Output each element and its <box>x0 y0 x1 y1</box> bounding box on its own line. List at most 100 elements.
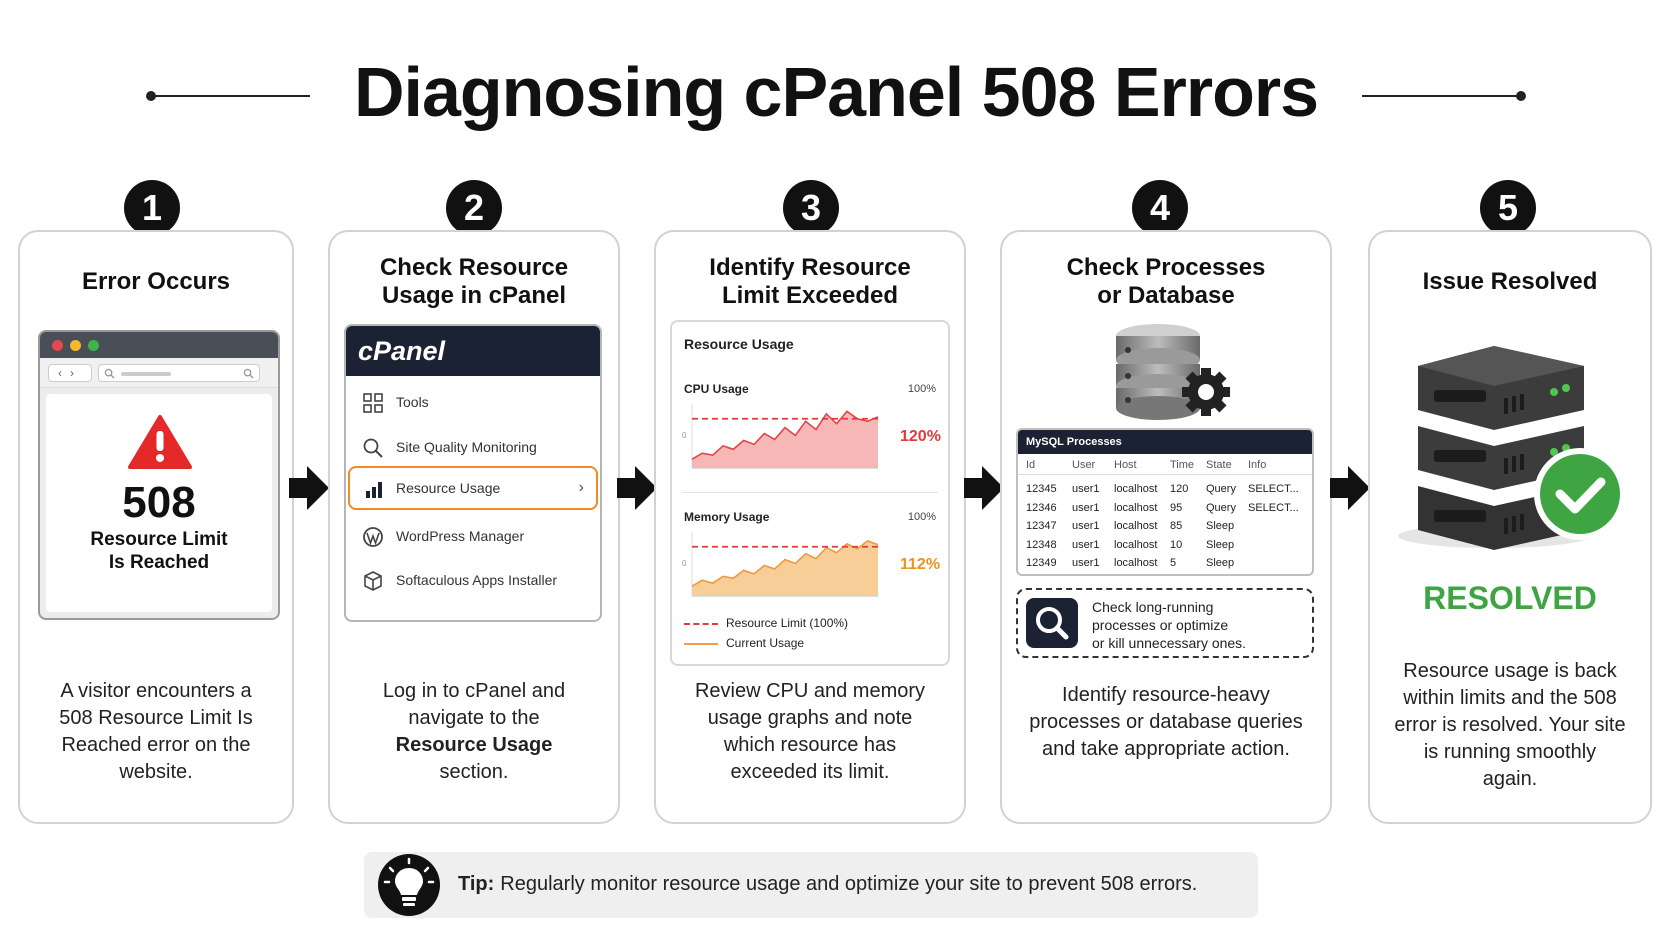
step-2-title-line-2: Usage in cPanel <box>381 282 567 309</box>
memory-usage-value: 112% <box>900 556 941 573</box>
search-icon <box>1026 598 1078 648</box>
usage-area <box>692 411 878 468</box>
column-header: Id <box>1026 459 1036 471</box>
memory-usage-label: Memory Usage <box>684 510 770 524</box>
browser-nav-bar: ‹› <box>40 358 278 388</box>
step-3-card: Identify Resource Limit Exceeded Resourc… <box>654 230 966 824</box>
table-cell: 10 <box>1170 538 1183 551</box>
step-2-badge: 2 <box>446 180 502 236</box>
menu-item-label: Softaculous Apps Installer <box>396 572 558 588</box>
menu-item-label: Resource Usage <box>396 480 501 496</box>
table-cell: 120 <box>1170 483 1189 495</box>
menu-item-tools[interactable]: Tools <box>346 380 600 424</box>
step-3-title: Identify Resource Limit Exceeded <box>656 254 964 310</box>
usage-area <box>692 540 878 596</box>
server-check-icon <box>1398 346 1626 550</box>
browser-content: 508 Resource Limit Is Reached <box>46 394 272 612</box>
usage-line <box>691 410 879 460</box>
legend-current-label: Current Usage <box>726 636 805 650</box>
hint-text: Check long-running processes or optimize… <box>1092 598 1246 652</box>
search-icon <box>243 368 254 379</box>
magnifier-icon <box>363 438 383 458</box>
resource-usage-title: Resource Usage <box>684 336 794 352</box>
tip-bar: Tip:Regularly monitor resource usage and… <box>364 852 1258 918</box>
menu-item-label: WordPress Manager <box>396 528 525 544</box>
table-cell: Query <box>1206 483 1236 495</box>
package-box-icon <box>364 571 382 591</box>
step-5-title: Issue Resolved <box>1422 268 1598 295</box>
header: Diagnosing cPanel 508 Errors <box>0 52 1672 132</box>
legend-limit: Resource Limit (100%) <box>684 616 848 630</box>
step-4-title-line-1: Check Processes <box>1066 254 1266 281</box>
table-cell: 5 <box>1170 557 1177 569</box>
table-cell: 12349 <box>1026 557 1057 569</box>
menu-item-site-quality-monitoring[interactable]: Site Quality Monitoring <box>346 425 600 469</box>
step-3-badge: 3 <box>783 180 839 236</box>
chevron-right-icon: › <box>578 479 584 496</box>
page-title: Diagnosing cPanel 508 Errors <box>353 53 1319 131</box>
error-code: 508 <box>122 478 196 527</box>
step-1-badge: 1 <box>124 180 180 236</box>
close-dot-icon <box>52 340 63 351</box>
step-5-card: Issue Resolved RESOLVED Resource usage i… <box>1368 230 1652 824</box>
url-placeholder <box>121 372 171 376</box>
search-icon <box>104 368 115 379</box>
step-2-card: Check Resource Usage in cPanel cPanel To… <box>328 230 620 824</box>
table-cell: SELECT... <box>1248 483 1299 495</box>
table-cell: localhost <box>1114 557 1158 569</box>
table-cell: Sleep <box>1206 538 1235 551</box>
step-4-badge: 4 <box>1132 180 1188 236</box>
table-cell: localhost <box>1114 538 1158 551</box>
table-cell: user1 <box>1072 483 1100 495</box>
step-1-card: Error Occurs ‹› 508 Resource Limit <box>18 230 294 824</box>
table-cell: 85 <box>1170 520 1183 532</box>
column-header: Info <box>1248 459 1267 471</box>
step-4-title-line-2: or Database <box>1097 282 1235 309</box>
table-cell: Sleep <box>1206 520 1235 532</box>
title-line-right <box>1362 95 1522 97</box>
column-header: Time <box>1170 459 1195 471</box>
hint-line-1: Check long-running <box>1092 599 1214 615</box>
cpu-usage-value: 120% <box>900 428 941 445</box>
title-line-left <box>150 95 310 97</box>
table-cell: 12345 <box>1026 483 1057 495</box>
table-cell: SELECT... <box>1248 501 1299 514</box>
hint-line-2: processes or optimize <box>1092 617 1229 633</box>
step-2-title-line-1: Check Resource <box>379 254 569 281</box>
maximize-dot-icon <box>88 340 99 351</box>
warning-icon <box>128 415 192 469</box>
menu-item-wordpress-manager[interactable]: WordPress Manager <box>346 514 600 558</box>
menu-item-label: Tools <box>396 394 429 410</box>
browser-title-bar <box>40 332 278 358</box>
cpu-usage-chart: 0 <box>682 404 879 469</box>
table-cell: localhost <box>1114 520 1158 532</box>
step-3-title-line-2: Limit Exceeded <box>721 282 899 309</box>
arrow-right-icon <box>617 466 657 510</box>
table-cell: 12348 <box>1026 538 1057 551</box>
column-header: User <box>1072 459 1096 471</box>
arrow-right-icon <box>1330 466 1370 510</box>
table-cell: user1 <box>1072 538 1100 551</box>
minimize-dot-icon <box>70 340 81 351</box>
column-header: State <box>1206 459 1232 471</box>
browser-window: ‹› 508 Resource Limit Is Reached <box>38 330 280 620</box>
memory-usage-chart: 0 <box>682 532 879 597</box>
menu-item-label: Site Quality Monitoring <box>396 439 537 455</box>
step-5-description: Resource usage is back within limits and… <box>1394 660 1626 790</box>
cpanel-panel: cPanel Tools Site Quality Monitoring Res… <box>344 324 602 622</box>
error-message: Resource Limit Is Reached <box>46 528 272 574</box>
table-cell: user1 <box>1072 501 1100 514</box>
menu-item-resource-usage[interactable]: Resource Usage › <box>348 466 598 510</box>
column-header: Host <box>1114 459 1137 471</box>
table-cell: 12346 <box>1026 501 1057 514</box>
tip-text: Tip:Regularly monitor resource usage and… <box>458 873 1197 896</box>
menu-item-softaculous-apps-installer[interactable]: Softaculous Apps Installer <box>346 558 600 602</box>
table-cell: user1 <box>1072 520 1100 532</box>
hint-line-3: or kill unnecessary ones. <box>1092 635 1247 651</box>
error-message-line-1: Resource Limit <box>90 529 228 550</box>
back-forward-icon: ‹› <box>48 364 92 382</box>
step-2-description-bold: Resource Usage <box>395 734 553 756</box>
